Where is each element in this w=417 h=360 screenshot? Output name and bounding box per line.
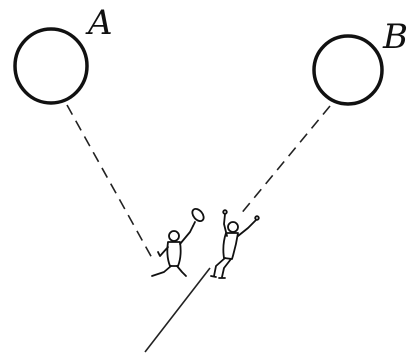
solid-line	[145, 268, 210, 352]
dashed-line-a	[67, 105, 152, 258]
label-b: B	[383, 20, 408, 54]
circle-a	[15, 29, 87, 103]
person-arms-raised	[211, 210, 259, 278]
label-a: A	[88, 6, 113, 40]
person-with-racket	[152, 207, 206, 276]
circle-b	[314, 36, 382, 104]
dashed-line-b	[240, 106, 330, 215]
